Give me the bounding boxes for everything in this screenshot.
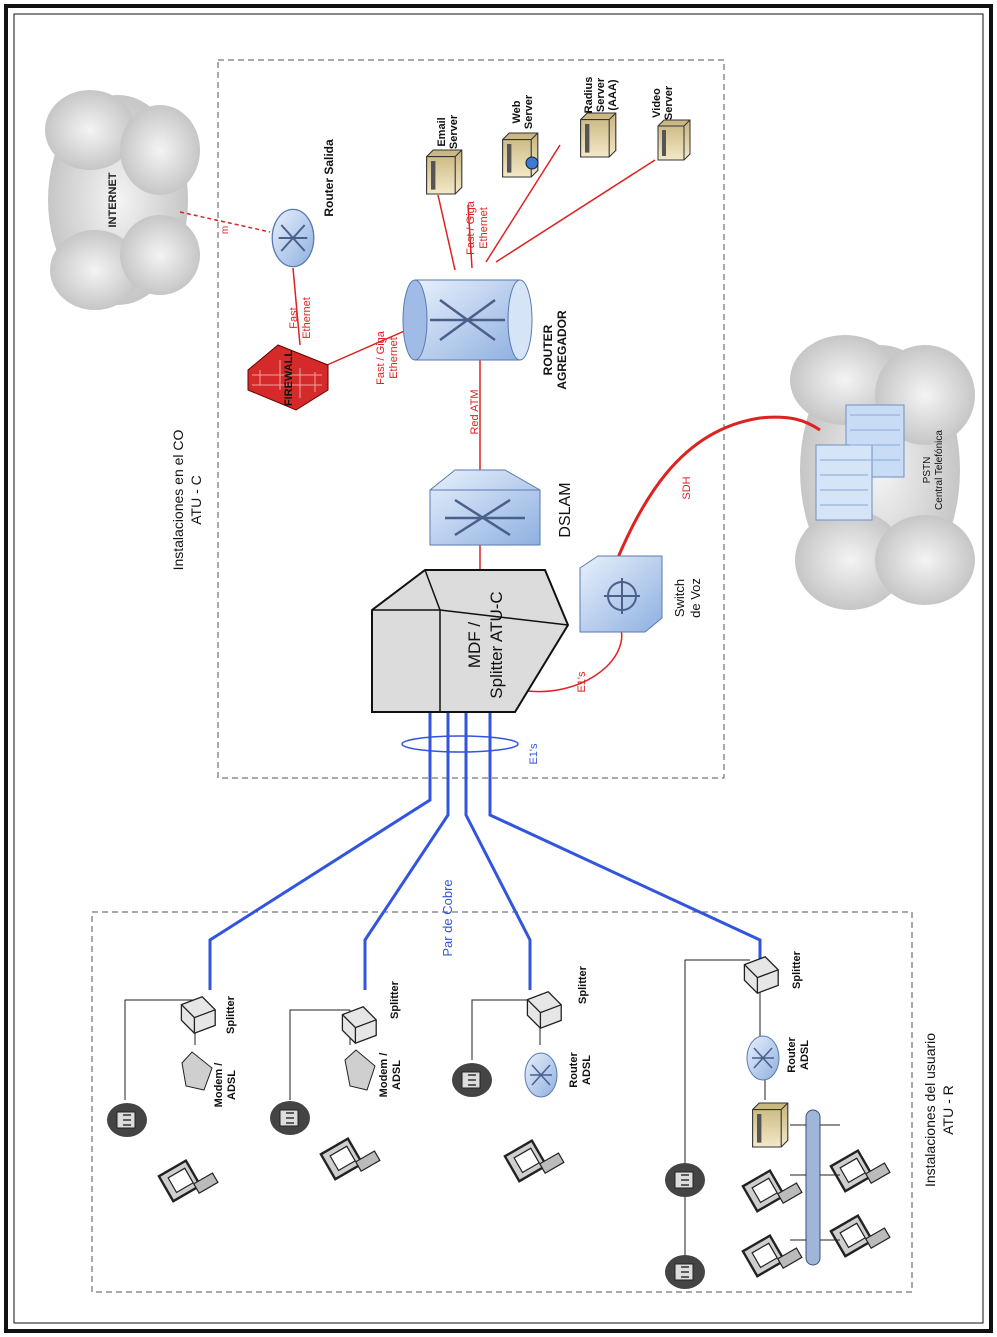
- inner-border: [13, 13, 984, 1324]
- router-salida-label: Router Salida: [322, 139, 336, 217]
- user-zone: [91, 911, 913, 1293]
- video-server-label-1: Video: [651, 88, 663, 118]
- fast-giga-label-1: Fast / Giga: [375, 330, 387, 385]
- modem-1-label-2: ADSL: [226, 1070, 238, 1100]
- dslam-label: DSLAM: [557, 482, 574, 537]
- email-server-icon: [426, 149, 463, 195]
- e1s-red-label: E1's: [576, 671, 588, 693]
- e1s-blue-label: E1's: [528, 743, 540, 765]
- lan-wiring: [790, 1124, 840, 1241]
- pc-7-icon: [829, 1214, 892, 1258]
- modem-1-icon: [181, 1051, 213, 1091]
- video-server-icon: [657, 119, 691, 161]
- web-server-label-1: Web: [511, 100, 523, 123]
- user-server-icon: [752, 1102, 789, 1148]
- email-server-label-1: Email: [436, 117, 448, 146]
- radius-server-label-3: (AAA): [607, 79, 619, 110]
- copper-links: [208, 712, 762, 990]
- phone-1-icon: [106, 1102, 148, 1138]
- modem-2-label-1: Modem /: [378, 1053, 390, 1098]
- pstn-label-1: PSTN: [922, 457, 933, 484]
- email-server-label-2: Server: [448, 114, 460, 149]
- router-salida-icon: [271, 208, 315, 268]
- switch-voz-label-2: de Voz: [688, 578, 703, 618]
- pstn-label-2: Central Telefónica: [934, 430, 945, 510]
- dslam-icon: [429, 469, 541, 546]
- pc-4-icon: [741, 1169, 804, 1213]
- splitter-4-label: Splitter: [791, 950, 803, 989]
- internet-link-label: m: [220, 226, 231, 234]
- splitter-3-label: Splitter: [577, 965, 589, 1004]
- web-server-label-2: Server: [523, 94, 535, 129]
- user-wiring: [124, 959, 766, 1270]
- phone-4-icon: [664, 1162, 706, 1198]
- router-adsl-1-label-1: Router: [568, 1052, 580, 1088]
- red-atm-label: Red ATM: [469, 389, 481, 434]
- red-links: [179, 144, 656, 693]
- firewall-icon: [247, 344, 329, 411]
- router-agregador-label-2: AGREGADOR: [555, 310, 569, 390]
- fast-giga-servers-label-2: Ethernet: [478, 207, 490, 249]
- phone-2-icon: [269, 1100, 311, 1136]
- router-adsl-2-label-1: Router: [786, 1037, 798, 1073]
- router-agregador-label-1: ROUTER: [541, 324, 555, 375]
- fast-ethernet-label-1: Fast: [288, 307, 300, 328]
- page-border: [4, 4, 993, 1333]
- user-zone-title-2: ATU - R: [940, 1085, 956, 1135]
- splitter-2-icon: [341, 1006, 377, 1044]
- radius-server-label-1: Radius: [583, 77, 595, 114]
- fast-giga-servers-label-1: Fast / Giga: [465, 200, 477, 255]
- video-server-label-2: Server: [663, 85, 675, 120]
- par-de-cobre-label: Par de Cobre: [440, 879, 455, 956]
- modem-1-label-1: Modem /: [213, 1063, 225, 1108]
- web-server-icon: [502, 132, 539, 178]
- pc-2-icon: [319, 1137, 382, 1181]
- mdf-splitter-icon: [371, 569, 570, 713]
- mdf-label-2: Splitter ATU-C: [487, 591, 506, 698]
- splitter-4-icon: [743, 956, 779, 994]
- modem-2-label-2: ADSL: [391, 1060, 403, 1090]
- switch-voz-label-1: Switch: [672, 579, 687, 617]
- pc-5-icon: [829, 1149, 892, 1193]
- phone-3-icon: [451, 1062, 493, 1098]
- router-adsl-2-icon: [746, 1035, 780, 1081]
- phone-5-icon: [664, 1254, 706, 1290]
- firewall-label: FIREWALL: [283, 350, 295, 406]
- co-zone-title-2: ATU - C: [188, 475, 204, 525]
- splitter-1-label: Splitter: [225, 995, 237, 1034]
- modem-2-icon: [344, 1049, 376, 1091]
- pstn-building: [815, 404, 905, 521]
- user-zone-title-1: Instalaciones del usuario: [922, 1033, 938, 1187]
- splitter-1-icon: [180, 996, 216, 1034]
- sdh-label: SDH: [681, 476, 693, 499]
- pc-3-icon: [503, 1139, 566, 1183]
- sdh-link: [606, 415, 821, 583]
- internet-cloud: [45, 90, 200, 310]
- e1s-bundle-ring: [401, 735, 519, 753]
- radius-server-label-2: Server: [595, 77, 607, 112]
- pc-6-icon: [741, 1234, 804, 1278]
- radius-server-icon: [580, 112, 617, 158]
- router-agregador-icon: [402, 279, 533, 361]
- splitter-2-label: Splitter: [389, 980, 401, 1019]
- splitter-3-icon: [526, 991, 562, 1029]
- mdf-label-1: MDF /: [465, 622, 484, 669]
- router-adsl-2-label-2: ADSL: [799, 1040, 811, 1070]
- co-zone: [217, 59, 725, 779]
- switch-voz-icon: [579, 555, 663, 633]
- fast-giga-label-2: Ethernet: [388, 337, 400, 379]
- fast-ethernet-label-2: Ethernet: [301, 297, 313, 339]
- co-zone-title-1: Instalaciones en el CO: [170, 429, 186, 570]
- internet-label: INTERNET: [107, 172, 119, 227]
- pc-1-icon: [157, 1159, 220, 1203]
- router-adsl-1-icon: [524, 1052, 558, 1098]
- lan-bus: [805, 1109, 821, 1266]
- router-adsl-1-label-2: ADSL: [581, 1055, 593, 1085]
